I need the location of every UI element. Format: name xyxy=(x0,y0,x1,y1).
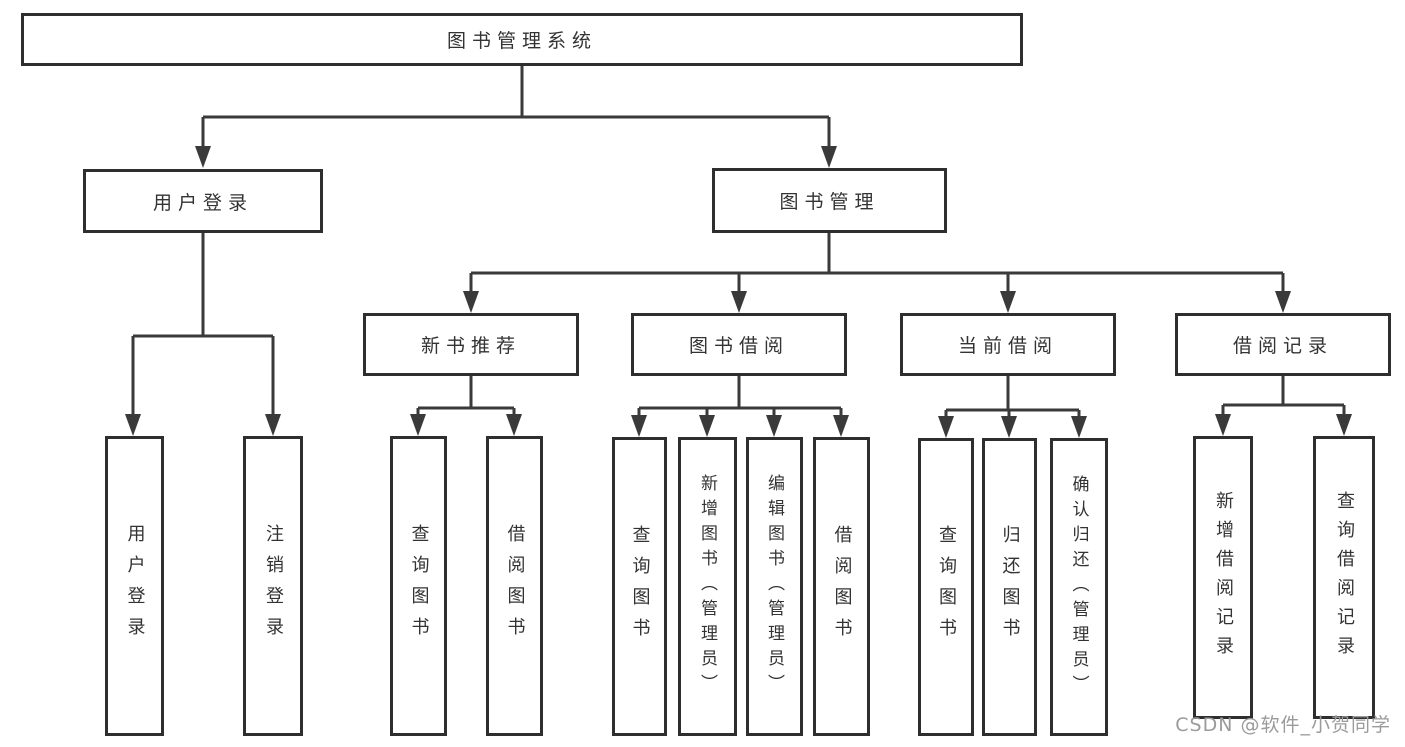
leaf-add-book-admin: 新增图书（管理员） xyxy=(678,437,737,736)
leaf-logout: 注销登录 xyxy=(243,436,303,736)
leaf-user-login: 用户登录 xyxy=(105,436,164,736)
leaf-borrow-books: 借阅图书 xyxy=(813,437,870,736)
leaf-query-borrow-record: 查询借阅记录 xyxy=(1313,436,1375,719)
leaf-query-books-borrow: 查询图书 xyxy=(612,437,667,736)
node-borrow-records: 借阅记录 xyxy=(1175,313,1391,376)
leaf-add-borrow-record: 新增借阅记录 xyxy=(1193,436,1253,719)
leaf-borrow-books-recommend: 借阅图书 xyxy=(486,436,543,736)
leaf-query-books-recommend: 查询图书 xyxy=(390,436,447,736)
node-current-borrow: 当前借阅 xyxy=(900,313,1116,376)
node-user-login: 用户登录 xyxy=(83,169,323,233)
node-new-book-recommend: 新书推荐 xyxy=(363,313,579,376)
leaf-edit-book-admin: 编辑图书（管理员） xyxy=(746,437,803,736)
leaf-confirm-return-admin: 确认归还（管理员） xyxy=(1050,438,1108,736)
node-book-borrow: 图书借阅 xyxy=(631,313,847,376)
arrowheads xyxy=(125,146,1352,438)
root-node: 图书管理系统 xyxy=(21,13,1023,66)
watermark: CSDN @软件_小贺同学 xyxy=(1175,714,1391,736)
leaf-return-book: 归还图书 xyxy=(982,438,1037,736)
leaf-query-books-current: 查询图书 xyxy=(918,438,974,736)
node-book-management: 图书管理 xyxy=(712,168,947,233)
